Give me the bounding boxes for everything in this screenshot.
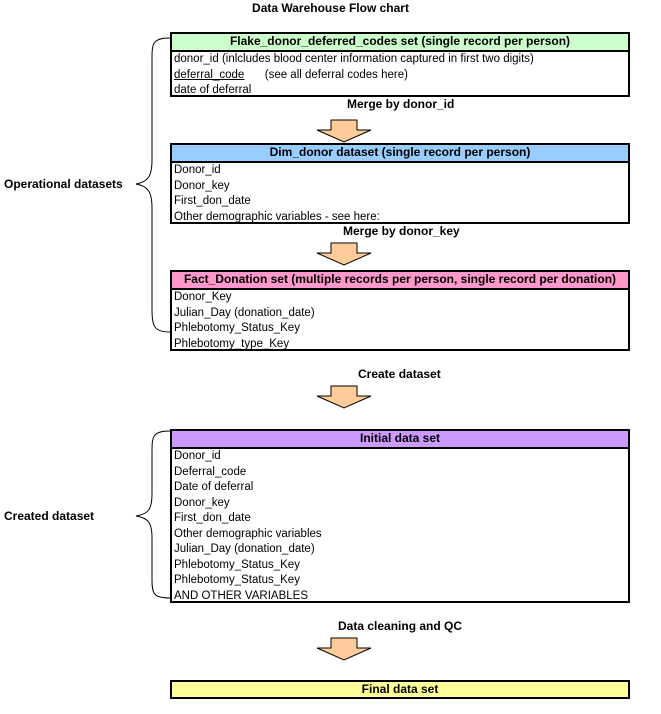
- initial-row: AND OTHER VARIABLES: [174, 589, 308, 602]
- page-title: Data Warehouse Flow chart: [252, 1, 409, 15]
- flake-row-donor-id: donor_id (inlcludes blood center informa…: [174, 53, 534, 65]
- operational-brace: [135, 37, 171, 333]
- initial-data-set-header: Initial data set: [172, 431, 628, 449]
- step-merge-donor-key: Merge by donor_key: [343, 224, 460, 238]
- initial-data-set-box: Initial data set Donor_id Deferral_code …: [170, 429, 630, 603]
- flake-header: Flake_donor_deferred_codes set (single r…: [172, 34, 628, 52]
- arrow-down-2: [316, 242, 372, 266]
- step-data-cleaning: Data cleaning and QC: [338, 619, 463, 633]
- fact-row: Phlebotomy_Status_Key: [174, 322, 300, 334]
- fact-row: Julian_Day (donation_date): [174, 306, 315, 319]
- arrow-down-1: [316, 119, 372, 143]
- initial-row: First_don_date: [174, 512, 251, 524]
- initial-row: Deferral_code: [174, 465, 247, 478]
- fact-donation-header: Fact_Donation set (multiple records per …: [172, 272, 628, 290]
- initial-row: Donor_key: [174, 496, 230, 509]
- fact-donation-box: Fact_Donation set (multiple records per …: [170, 270, 630, 351]
- initial-row: Donor_id: [174, 450, 221, 462]
- dim-row: First_don_date: [174, 195, 251, 207]
- dim-donor-header: Dim_donor dataset (single record per per…: [172, 145, 628, 163]
- fact-row: Donor_Key: [174, 291, 232, 303]
- step-create-dataset: Create dataset: [358, 367, 441, 381]
- initial-row: Phlebotomy_Status_Key: [174, 558, 300, 571]
- deferral-code-note: (see all deferral codes here): [264, 68, 408, 81]
- arrow-down-3: [316, 385, 372, 409]
- initial-row: Julian_Day (donation_date): [174, 543, 315, 555]
- arrow-down-4: [316, 637, 372, 661]
- flake-row-deferral-code: deferral_code (see all deferral codes he…: [172, 68, 628, 84]
- created-brace: [135, 430, 171, 599]
- dim-row: Donor_key: [174, 179, 230, 192]
- dim-donor-box: Dim_donor dataset (single record per per…: [170, 143, 630, 224]
- fact-row: Phlebotomy_type_Key: [174, 337, 290, 350]
- flake-box: Flake_donor_deferred_codes set (single r…: [170, 32, 630, 97]
- final-data-set-label: Final data set: [361, 682, 439, 696]
- deferral-code-link[interactable]: deferral_code: [174, 68, 245, 81]
- initial-row: Phlebotomy_Status_Key: [174, 574, 300, 586]
- flake-row-date: date of deferral: [174, 84, 252, 96]
- dim-row: Donor_id: [174, 164, 221, 176]
- created-dataset-label: Created dataset: [4, 509, 95, 523]
- step-merge-donor-id: Merge by donor_id: [347, 97, 455, 111]
- final-data-set-box: Final data set: [170, 680, 630, 699]
- operational-datasets-label: Operational datasets: [4, 177, 123, 191]
- dim-row: Other demographic variables - see here:: [174, 210, 380, 223]
- initial-row: Date of deferral: [174, 481, 254, 493]
- initial-row: Other demographic variables: [174, 527, 322, 540]
